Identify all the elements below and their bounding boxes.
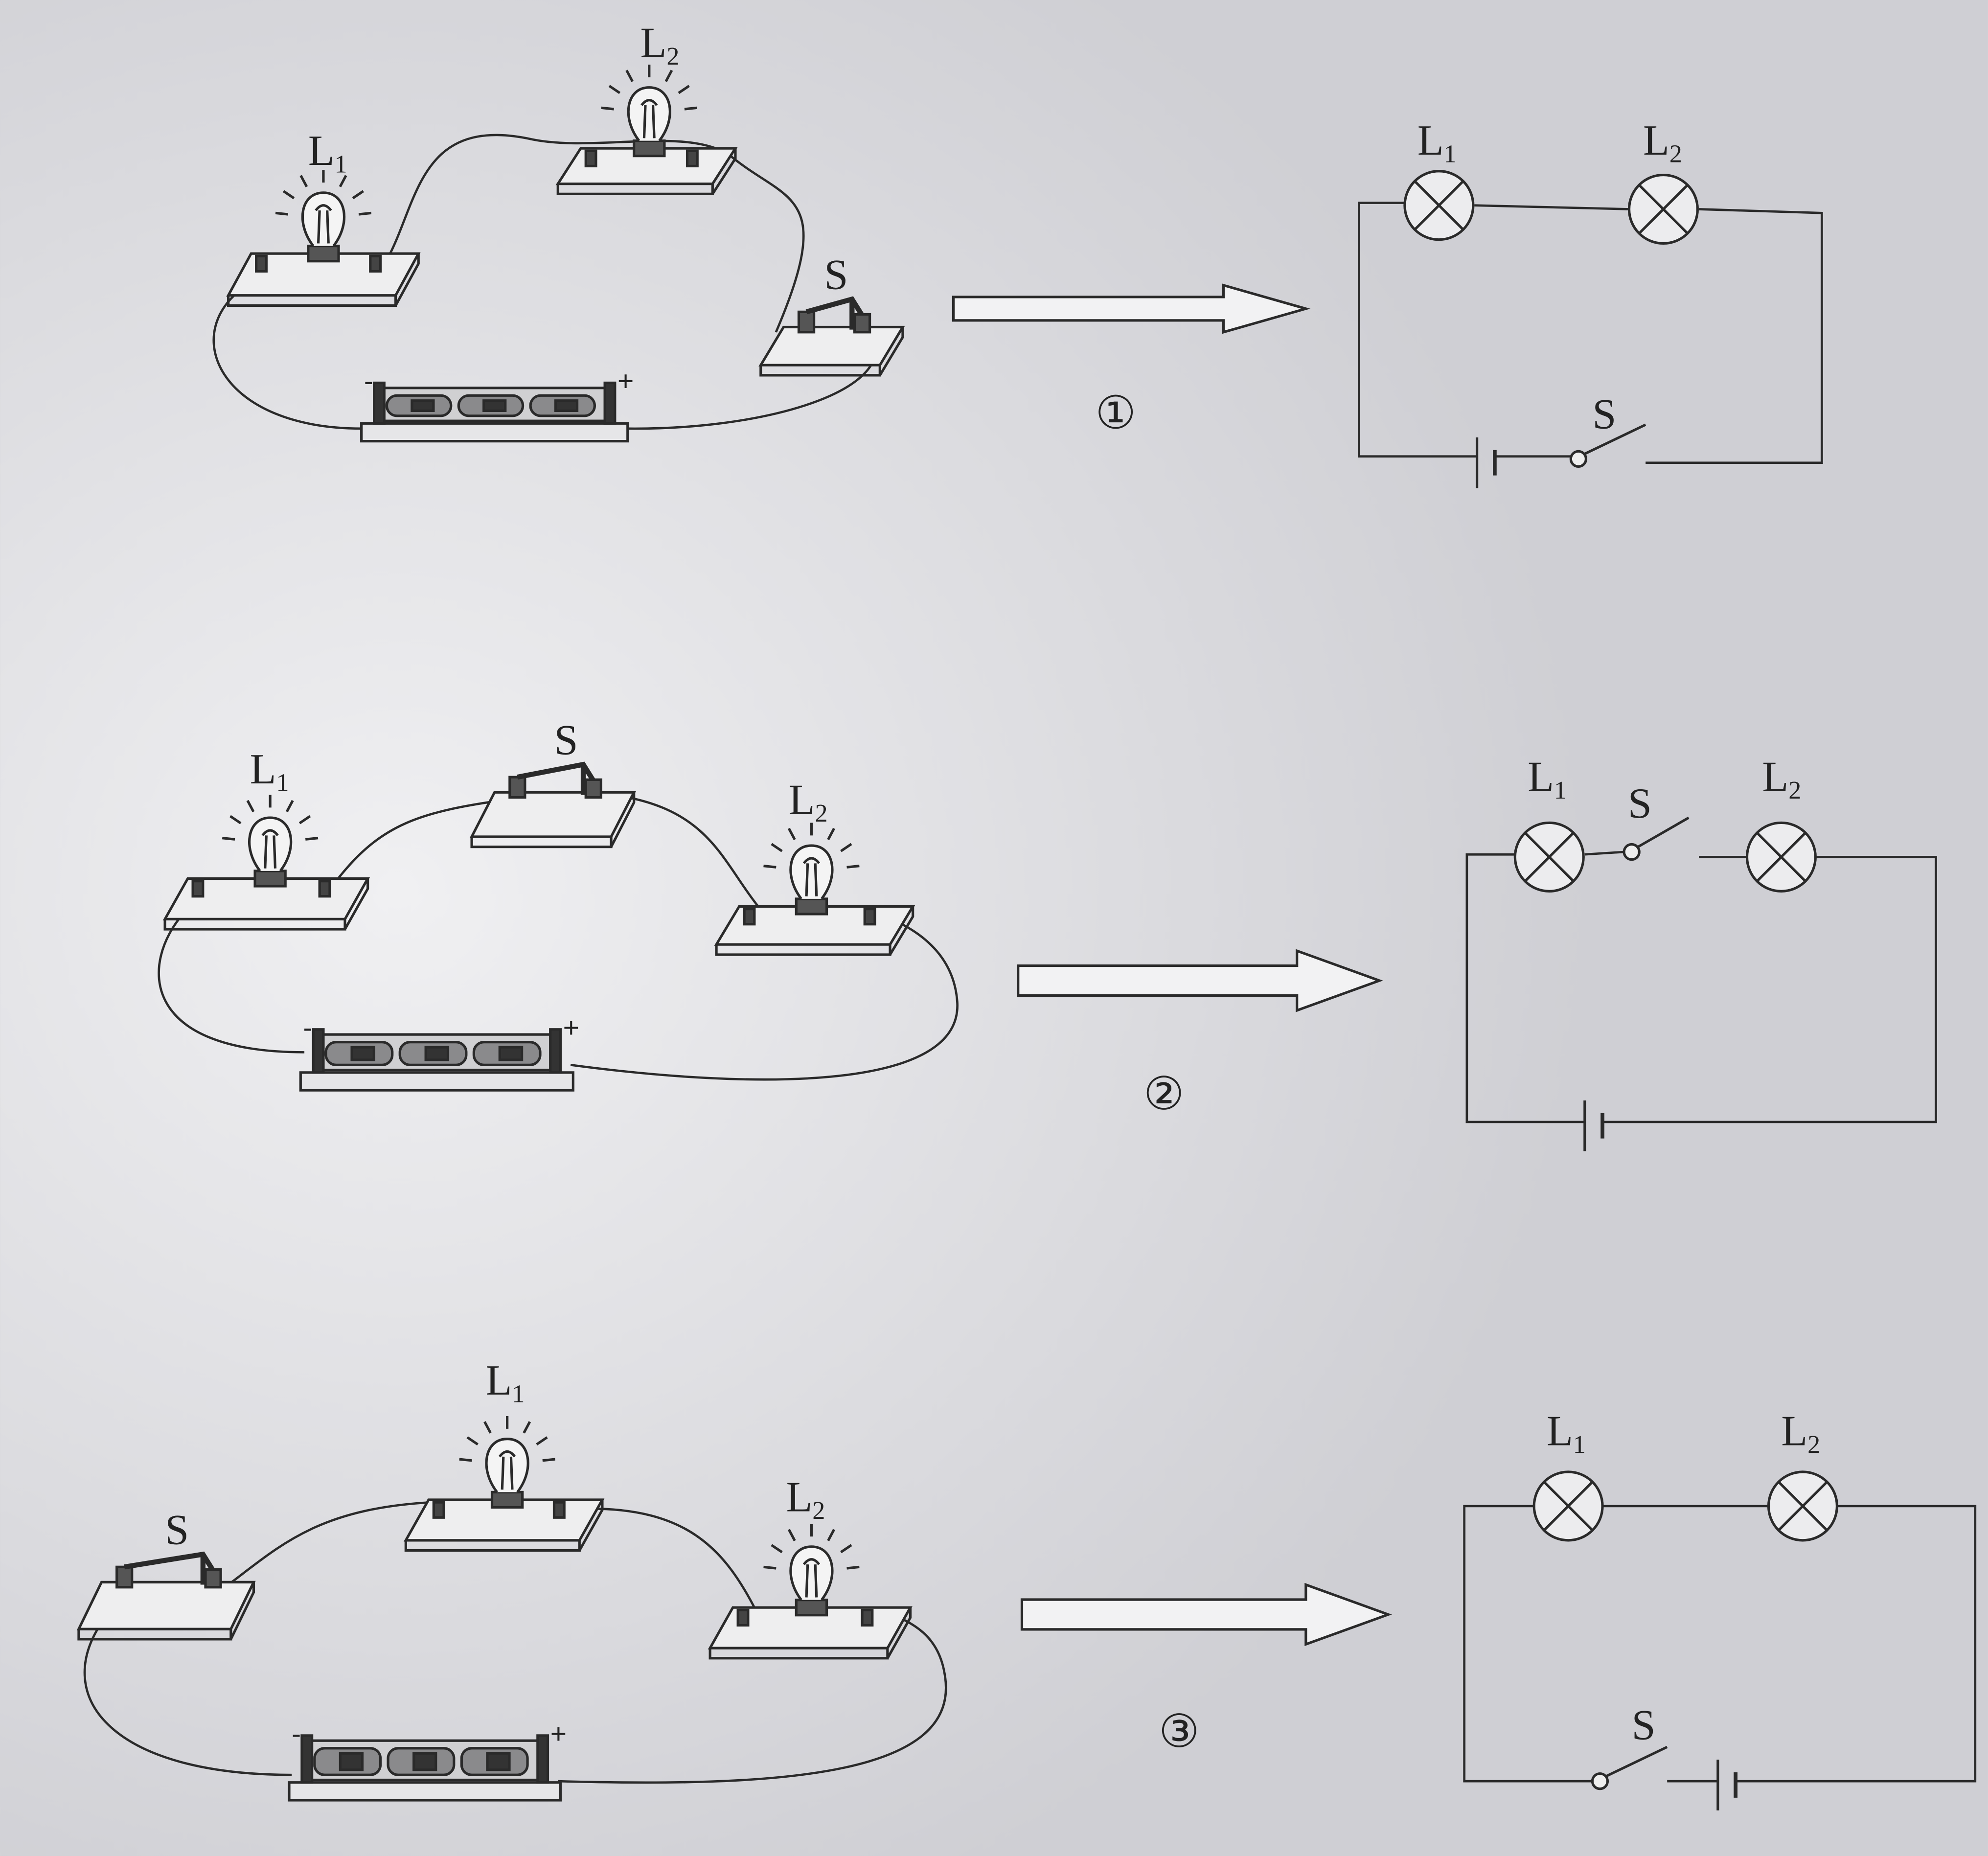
plus-label: + <box>550 1718 567 1749</box>
bulb-l2-board <box>555 65 738 195</box>
wire <box>558 1611 947 1784</box>
number-1: ① <box>1095 386 1136 439</box>
label-s: S <box>824 252 848 299</box>
label-l1: L1 <box>486 1357 525 1408</box>
label-l1: L1 <box>250 746 289 797</box>
switch-s-board <box>76 1551 256 1641</box>
label-l2: L2 <box>789 776 828 827</box>
arrow-1 <box>952 283 1311 334</box>
wire <box>570 912 959 1081</box>
wire <box>158 912 305 1054</box>
label-s: S <box>1632 1702 1656 1749</box>
plus-label: + <box>563 1012 579 1043</box>
bulb-l2-board <box>708 1524 913 1660</box>
circuit-number: ② <box>1143 1067 1185 1120</box>
label-l2: L2 <box>786 1473 825 1525</box>
wire <box>228 1501 432 1586</box>
wire <box>621 795 759 907</box>
arrow-3 <box>1020 1582 1392 1647</box>
label-s: S <box>554 717 578 764</box>
label-l2: L2 <box>1762 754 1802 805</box>
bulb-l2-board <box>714 823 915 956</box>
minus-label: - <box>364 366 373 397</box>
minus-label: - <box>292 1718 301 1749</box>
switch-s-board <box>758 296 905 377</box>
label-l1: L1 <box>1417 117 1457 168</box>
arrow-2 <box>1017 949 1383 1012</box>
label-l2: L2 <box>1643 117 1682 168</box>
battery-box-3: -+ <box>288 1718 567 1802</box>
pictorial-circuit-2: L1 S L2 <box>158 717 959 1081</box>
plus-label: + <box>617 366 634 397</box>
circuit-number: ③ <box>1159 1704 1200 1758</box>
schematic-circuit-3: L1 L2S <box>1463 1408 1977 1810</box>
wire <box>1463 1505 1977 1783</box>
label-s: S <box>165 1507 189 1554</box>
wire <box>83 1622 292 1776</box>
wire <box>335 797 514 882</box>
label-s: S <box>1628 780 1652 827</box>
number-2: ② <box>1143 1067 1185 1120</box>
bulb-l1-board <box>226 170 421 307</box>
schematic-circuit-1: L1 L2S <box>1358 117 1823 488</box>
battery-box-2: -+ <box>299 1012 579 1092</box>
number-3: ③ <box>1159 1704 1200 1758</box>
bulb-l1-board <box>162 795 370 931</box>
wire <box>1465 850 1937 1123</box>
wire <box>212 284 368 430</box>
label-l1: L1 <box>1547 1408 1586 1459</box>
minus-label: - <box>303 1012 312 1043</box>
wire <box>590 1507 755 1608</box>
switch-s-board <box>469 761 636 848</box>
label-l2: L2 <box>640 20 680 71</box>
circuit-number: ① <box>1095 386 1136 439</box>
battery-box-1: -+ <box>360 366 634 443</box>
pictorial-circuit-1: L1 L2S <box>212 20 877 430</box>
label-l1: L1 <box>308 127 347 179</box>
label-l1: L1 <box>1528 754 1567 805</box>
label-s: S <box>1592 391 1616 438</box>
wire <box>1358 202 1823 464</box>
bulb-l1-board <box>403 1416 605 1552</box>
label-l2: L2 <box>1781 1408 1820 1459</box>
